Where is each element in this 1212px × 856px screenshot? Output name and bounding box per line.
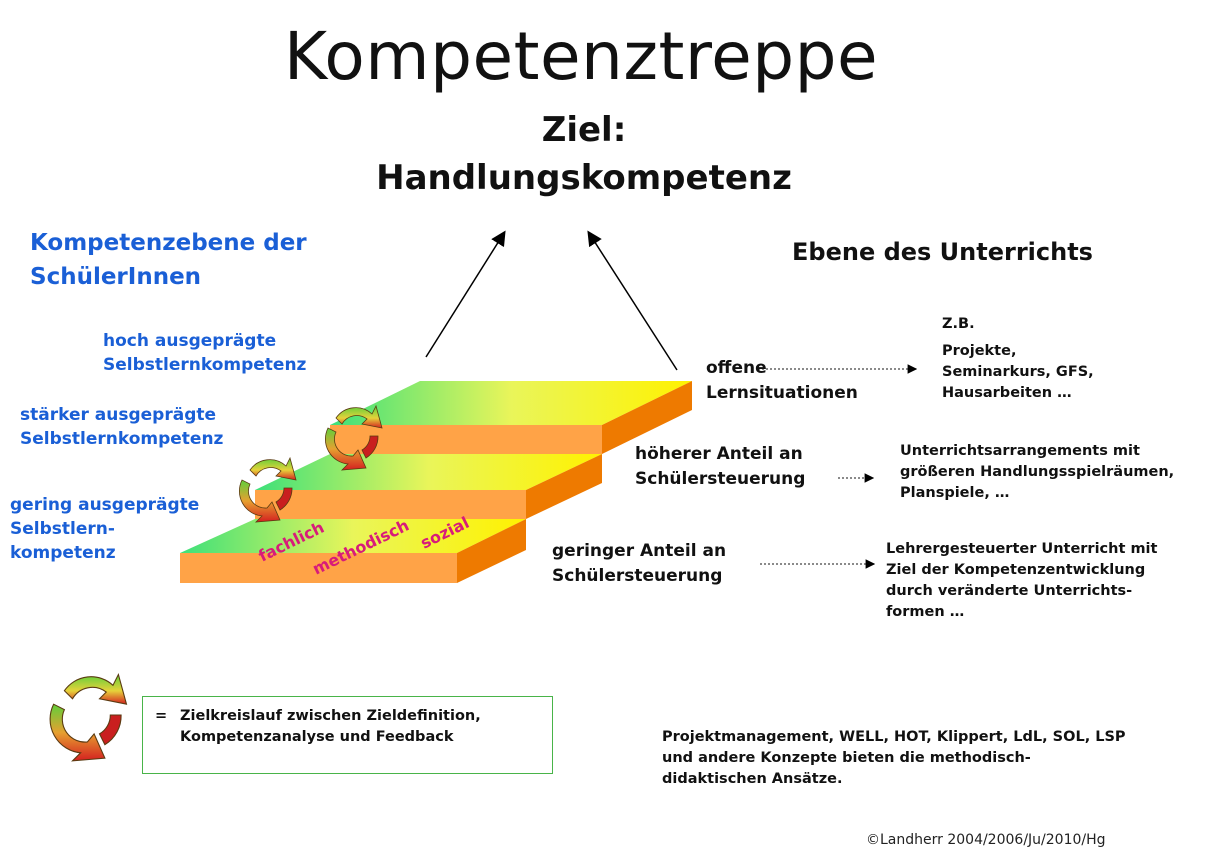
- teaching-open-line2: Lernsituationen: [706, 383, 858, 403]
- arrow-up-left: [425, 230, 506, 358]
- example-higher: Unterrichtsarrangements mit größeren Han…: [900, 441, 1174, 504]
- level-stronger: stärker ausgeprägte Selbstlernkompetenz: [20, 403, 223, 451]
- example-open-line1: Projekte,: [942, 343, 1017, 359]
- legend-box: [142, 696, 553, 774]
- cycle-icon: [49, 672, 128, 762]
- page-title: Kompetenztreppe: [283, 18, 879, 95]
- example-higher-line1: Unterrichtsarrangements mit: [900, 443, 1140, 459]
- example-lower-line4: formen …: [886, 604, 965, 620]
- level-stronger-line1: stärker ausgeprägte: [20, 405, 217, 425]
- step-low-front: [180, 553, 457, 583]
- example-higher-line3: Planspiele, …: [900, 485, 1010, 501]
- example-lower: Lehrergesteuerter Unterricht mit Ziel de…: [886, 539, 1157, 623]
- concepts-text: Projektmanagement, WELL, HOT, Klippert, …: [662, 727, 1126, 790]
- teaching-lower: geringer Anteil an Schülersteuerung: [552, 539, 726, 589]
- step-top-front: [330, 425, 602, 454]
- step-mid-front: [255, 490, 526, 519]
- level-high-line1: hoch ausgeprägte: [103, 331, 277, 351]
- concepts-line2: und andere Konzepte bieten die methodisc…: [662, 750, 1031, 766]
- step-low-side: [457, 519, 526, 583]
- goal-value: Handlungskompetenz: [376, 158, 792, 198]
- example-open-prefix: Z.B.: [942, 316, 975, 332]
- level-high: hoch ausgeprägte Selbstlernkompetenz: [103, 329, 306, 377]
- teaching-lower-line1: geringer Anteil an: [552, 541, 727, 561]
- concepts-line3: didaktischen Ansätze.: [662, 771, 843, 787]
- left-heading-line2: SchülerInnen: [30, 264, 202, 290]
- step-top-surface: [330, 381, 692, 425]
- cycle-icon: [239, 456, 297, 523]
- step-top-side: [602, 381, 692, 454]
- goal-label: Ziel:: [541, 110, 627, 150]
- level-high-line2: Selbstlernkompetenz: [103, 355, 307, 375]
- cycle-icon: [325, 404, 383, 471]
- example-open-line3: Hausarbeiten …: [942, 385, 1072, 401]
- legend-line2: Kompetenzanalyse und Feedback: [180, 729, 454, 745]
- right-heading: Ebene des Unterrichts: [792, 238, 1093, 266]
- legend-text: Zielkreislauf zwischen Zieldefinition, K…: [180, 706, 481, 748]
- level-low: gering ausgeprägte Selbstlern- kompetenz: [10, 493, 199, 565]
- example-open: Z.B. Projekte, Seminarkurs, GFS, Hausarb…: [942, 314, 1094, 404]
- teaching-open-line1: offene: [706, 358, 767, 378]
- example-lower-line1: Lehrergesteuerter Unterricht mit: [886, 541, 1158, 557]
- level-stronger-line2: Selbstlernkompetenz: [20, 429, 224, 449]
- teaching-higher-line1: höherer Anteil an: [635, 444, 803, 464]
- teaching-lower-line2: Schülersteuerung: [552, 566, 723, 586]
- arrow-up-right: [587, 230, 678, 371]
- level-low-line1: gering ausgeprägte: [10, 495, 200, 515]
- level-low-line3: kompetenz: [10, 543, 116, 563]
- step-low-surface: [180, 519, 526, 553]
- legend-equals: =: [155, 708, 168, 724]
- step-mid-side: [526, 454, 602, 519]
- example-lower-line2: Ziel der Kompetenzentwicklung: [886, 562, 1146, 578]
- teaching-higher: höherer Anteil an Schülersteuerung: [635, 442, 805, 492]
- left-heading-line1: Kompetenzebene der: [30, 230, 307, 256]
- concepts-line1: Projektmanagement, WELL, HOT, Klippert, …: [662, 729, 1126, 745]
- copyright: ©Landherr 2004/2006/Ju/2010/Hg: [866, 832, 1106, 848]
- example-open-line2: Seminarkurs, GFS,: [942, 364, 1094, 380]
- example-higher-line2: größeren Handlungsspielräumen,: [900, 464, 1175, 480]
- teaching-higher-line2: Schülersteuerung: [635, 469, 806, 489]
- legend-line1: Zielkreislauf zwischen Zieldefinition,: [180, 708, 481, 724]
- teaching-open: offene Lernsituationen: [706, 356, 858, 406]
- example-lower-line3: durch veränderte Unterrichts-: [886, 583, 1133, 599]
- level-low-line2: Selbstlern-: [10, 519, 115, 539]
- left-heading: Kompetenzebene der SchülerInnen: [30, 226, 307, 294]
